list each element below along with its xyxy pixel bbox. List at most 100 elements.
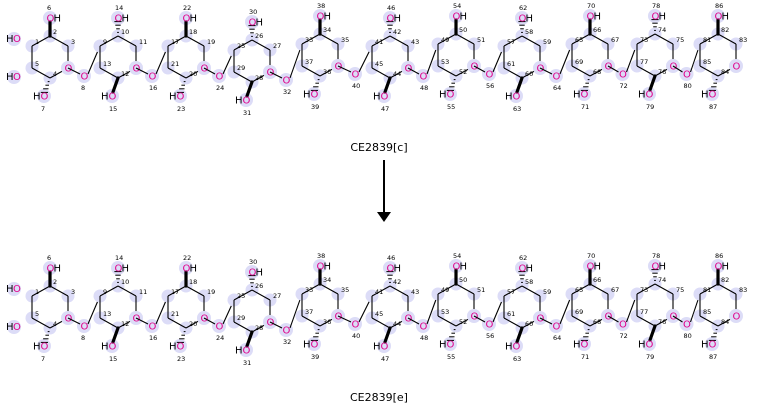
ring-oxygen-atom: O — [670, 62, 678, 73]
atom-index-label: 37 — [305, 308, 313, 316]
atom-index-label: 43 — [411, 288, 419, 296]
atom-index-label: 13 — [103, 60, 111, 68]
atom-index-label: 25 — [237, 292, 245, 300]
glycosidic-oxygen-atom: O — [553, 322, 561, 333]
down-arrow — [377, 160, 391, 222]
ring-oxygen-atom: O — [670, 312, 678, 323]
atom-index-label: 61 — [507, 60, 515, 68]
atom-index-label: 26 — [255, 32, 263, 40]
ring-bond — [717, 283, 737, 295]
ring-bond — [571, 283, 591, 295]
atom-index-label: 78 — [652, 252, 660, 260]
hydroxyl-oxygen-atom: O — [311, 90, 319, 101]
atom-index-label: 9 — [103, 38, 107, 46]
atom-index-label: 6 — [47, 4, 51, 12]
atom-index-label: 64 — [553, 84, 561, 92]
hydroxyl-hydrogen-atom: H — [256, 268, 264, 279]
ring-bond — [589, 283, 609, 295]
glycosidic-bond — [539, 67, 553, 75]
ring-bond — [99, 285, 119, 297]
atom-index-label: 41 — [375, 288, 383, 296]
ring-bond — [371, 35, 391, 47]
hydroxyl-oxygen-atom: O — [715, 262, 723, 273]
ring-bond — [49, 35, 69, 47]
atom-index-label: 54 — [453, 252, 461, 260]
hydroxyl-oxygen-atom: O — [115, 264, 123, 275]
glycosidic-oxygen-atom: O — [683, 320, 691, 331]
atom-halo — [348, 317, 362, 331]
ring-bond — [571, 33, 591, 45]
hydroxyl-hydrogen-atom: H — [638, 340, 646, 351]
atom-index-label: 33 — [305, 286, 313, 294]
atom-index-label: 35 — [341, 36, 349, 44]
atom-index-label: 49 — [441, 36, 449, 44]
glycosidic-bond — [135, 317, 149, 325]
atom-halo — [43, 11, 57, 25]
wedge-bond — [111, 76, 120, 94]
terminal-hydrogen-atom: H — [6, 322, 14, 333]
atom-index-label: 8 — [81, 84, 85, 92]
atom-index-label: 51 — [477, 286, 485, 294]
atom-index-label: 82 — [721, 276, 729, 284]
atom-halo — [145, 319, 159, 333]
hydroxyl-hydrogen-atom: H — [373, 92, 381, 103]
hydroxyl-oxygen-atom: O — [453, 262, 461, 273]
atom-index-label: 22 — [183, 4, 191, 12]
atom-index-label: 70 — [587, 252, 595, 260]
atom-index-label: 60 — [525, 320, 533, 328]
ring-bond — [99, 67, 119, 79]
atom-halo — [642, 337, 656, 351]
atom-index-label: 29 — [237, 314, 245, 322]
ring-bond — [185, 285, 205, 297]
atom-index-label: 59 — [543, 288, 551, 296]
atom-index-label: 42 — [393, 278, 401, 286]
ring-oxygen-atom: O — [733, 312, 741, 323]
atom-index-label: 38 — [317, 2, 325, 10]
atom-index-label: 43 — [411, 38, 419, 46]
atom-index-label: 16 — [149, 334, 157, 342]
atom-index-label: 5 — [35, 60, 39, 68]
atom-index-label: 78 — [652, 2, 660, 10]
atom-index-label: 14 — [115, 254, 123, 262]
hydroxyl-hydrogen-atom: H — [439, 90, 447, 101]
atom-index-label: 73 — [640, 286, 648, 294]
hydroxyl-hydrogen-atom: H — [594, 262, 602, 273]
atom-index-label: 8 — [81, 334, 85, 342]
hydroxyl-hydrogen-atom: H — [659, 262, 667, 273]
atom-halo — [179, 261, 193, 275]
atom-index-label: 75 — [676, 286, 684, 294]
atom-index-label: 10 — [121, 28, 129, 36]
atom-index-label: 87 — [709, 103, 717, 111]
atom-index-label: 2 — [53, 278, 57, 286]
atom-halo — [509, 89, 523, 103]
atom-halo — [416, 69, 430, 83]
terminal-hydrogen-atom: H — [6, 34, 14, 45]
ring-oxygen-atom: O — [405, 314, 413, 325]
atom-index-label: 73 — [640, 36, 648, 44]
atom-halo — [377, 339, 391, 353]
ring-bond — [371, 67, 391, 79]
atom-index-label: 47 — [381, 355, 389, 363]
hydroxyl-oxygen-atom: O — [41, 92, 49, 103]
wedge-bond — [111, 326, 120, 344]
atom-index-label: 17 — [171, 38, 179, 46]
atom-halo — [7, 282, 21, 296]
atom-index-label: 7 — [41, 355, 45, 363]
atom-index-label: 48 — [420, 334, 428, 342]
atom-index-label: 16 — [149, 84, 157, 92]
hydroxyl-hydrogen-atom: H — [169, 342, 177, 353]
hydroxyl-hydrogen-atom: H — [122, 264, 130, 275]
ring-bond — [167, 35, 187, 47]
hydroxyl-oxygen-atom: O — [243, 346, 251, 357]
atom-halo — [279, 323, 293, 337]
atom-index-label: 17 — [171, 288, 179, 296]
ring-bond — [636, 33, 656, 45]
hydroxyl-hydrogen-atom: H — [439, 340, 447, 351]
atom-halo — [212, 319, 226, 333]
hydroxyl-oxygen-atom: O — [652, 262, 660, 273]
